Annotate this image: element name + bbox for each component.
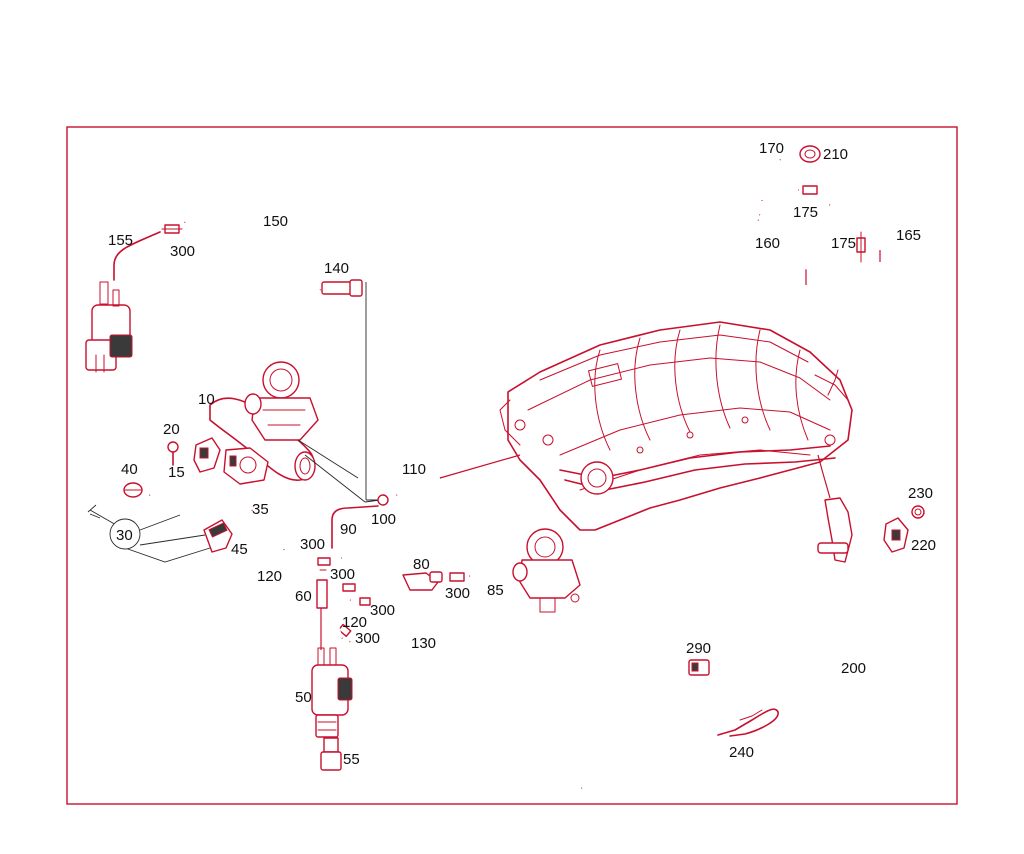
callout-300-c: 300 [370,602,395,619]
callout-230: 230 [908,485,933,502]
joint-100[interactable] [377,494,389,506]
callout-30-circle [109,518,141,550]
callout-300-b: 300 [330,566,355,583]
callout-300-85: 300 [445,585,470,602]
connector-175-top[interactable] [802,185,818,195]
callout-labels: 150 155 300 140 10 20 15 40 35 30 45 110… [108,140,936,768]
callout-40: 40 [121,461,138,478]
callout-150: 150 [263,213,288,230]
callout-20: 20 [163,421,180,438]
callout-60: 60 [295,588,312,605]
leader-lines [89,282,384,563]
callout-200: 200 [841,660,866,677]
callout-120-left: 120 [257,568,282,585]
callout-130: 130 [411,635,436,652]
callout-175-top: 175 [793,204,818,221]
callout-155: 155 [108,232,133,249]
callout-220: 220 [911,537,936,554]
callout-300-a: 300 [300,536,325,553]
connector-300-top[interactable] [161,224,183,234]
connector-175-lower[interactable] [856,231,866,263]
clamp-210[interactable] [799,145,821,163]
callout-165: 165 [896,227,921,244]
cable-tie-240[interactable] [717,708,779,737]
connectors-300-middle[interactable] [317,557,371,637]
tee-60[interactable] [316,569,328,609]
connector-300-85[interactable] [449,572,465,582]
clip-45[interactable] [203,519,233,553]
callout-85: 85 [487,582,504,599]
clip-290[interactable] [688,659,710,676]
tube-90[interactable] [331,505,379,549]
tee-fitting-200[interactable] [817,497,853,563]
fitting-80[interactable] [402,571,443,591]
callout-120-right: 120 [342,614,367,631]
callout-90: 90 [340,521,357,538]
callout-55: 55 [343,751,360,768]
bolt-20[interactable] [167,441,179,466]
callout-160: 160 [755,235,780,252]
diagram-frame [66,126,958,805]
callout-110: 110 [402,461,426,478]
callout-300-d: 300 [355,630,380,647]
callout-80: 80 [413,556,430,573]
callout-35: 35 [252,501,269,518]
nut-230[interactable] [911,505,925,519]
callout-50: 50 [295,689,312,706]
callout-100: 100 [371,511,396,528]
air-pump-valve[interactable] [512,528,581,613]
connector-140[interactable] [321,279,363,297]
callout-10: 10 [198,391,215,408]
clamp-40[interactable] [123,482,143,498]
plug-55[interactable] [320,737,342,771]
callout-170: 170 [759,140,784,157]
fitting-220[interactable] [883,517,909,553]
callout-300-top: 300 [170,243,195,260]
callout-210: 210 [823,146,848,163]
callout-240: 240 [729,744,754,761]
callout-30: 30 [116,527,133,544]
callout-175-lower: 175 [831,235,856,252]
bracket-15[interactable] [193,437,221,473]
callout-290: 290 [686,640,711,657]
callout-140: 140 [324,260,349,277]
vacuum-actuator-50[interactable] [311,647,353,738]
vacuum-actuator-155[interactable] [85,281,133,373]
valve-10[interactable] [209,361,319,481]
intake-manifold[interactable] [499,321,853,531]
callout-15: 15 [168,464,185,481]
valve-block-35[interactable] [223,447,269,485]
callout-45: 45 [231,541,248,558]
